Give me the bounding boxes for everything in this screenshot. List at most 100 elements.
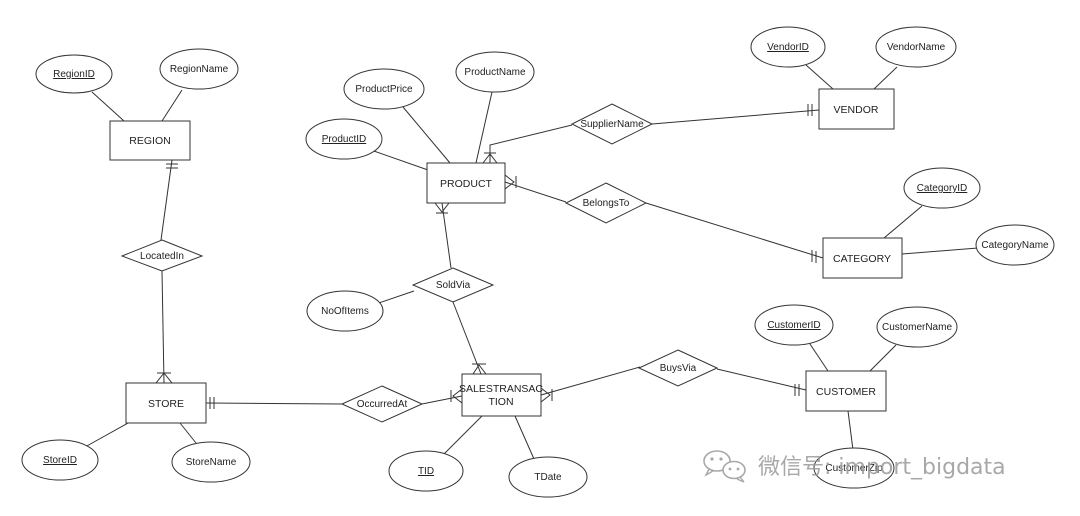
entity-customer: CUSTOMER xyxy=(805,370,887,412)
attribute-label: StoreName xyxy=(186,457,237,468)
attribute-label: VendorName xyxy=(887,42,946,53)
edge-sales-tdate xyxy=(514,415,535,460)
relationship-label: BelongsTo xyxy=(583,198,630,209)
marker-sales-left-many xyxy=(452,388,463,404)
attribute-label: CustomerZip xyxy=(825,463,883,474)
marker-sales-top-many xyxy=(472,364,487,375)
entity-label: REGION xyxy=(129,135,170,147)
edge-sales-tid xyxy=(442,415,483,456)
attribute-productprice: ProductPrice xyxy=(343,68,425,110)
attribute-label: RegionName xyxy=(170,64,229,75)
relationship-soldvia: SoldVia xyxy=(411,267,495,303)
edge-store-occurredat xyxy=(205,402,343,405)
marker-product-soldvia-many xyxy=(434,202,450,213)
entity-store: STORE xyxy=(125,382,207,424)
entity-label-line2: TION xyxy=(488,396,513,408)
watermark: 微信号: import_bigdata xyxy=(703,450,1006,483)
cardinality-markers xyxy=(155,104,817,409)
edge-sales-buysvia xyxy=(540,366,641,396)
attribute-label: TDate xyxy=(534,472,562,483)
attribute-label: TID xyxy=(418,466,434,477)
watermark-text: 微信号: import_bigdata xyxy=(758,455,1006,480)
edge-customer-customername xyxy=(869,344,897,372)
marker-product-category-many xyxy=(504,174,515,190)
edge-region-regionname xyxy=(161,89,183,122)
attribute-productname: ProductName xyxy=(455,51,535,93)
marker-sales-right-many xyxy=(540,387,551,403)
relationship-belongsto: BelongsTo xyxy=(564,182,648,224)
attribute-noofitems: NoOfItems xyxy=(306,290,384,332)
entity-label: CUSTOMER xyxy=(816,386,876,398)
edge-product-suppliername xyxy=(489,124,573,163)
edge-vendor-vendorname xyxy=(873,66,898,90)
attribute-label: StoreID xyxy=(43,455,77,466)
marker-product-vendor-many xyxy=(482,153,498,164)
relationship-label: BuysVia xyxy=(660,363,697,374)
entity-label: CATEGORY xyxy=(833,253,891,265)
edge-category-categoryname xyxy=(901,247,979,255)
connectors xyxy=(84,64,979,460)
edge-customer-customerid xyxy=(807,340,829,372)
edge-vendor-vendorid xyxy=(805,64,834,90)
entity-label-line1: SALESTRANSAC xyxy=(459,383,543,395)
edge-region-locatedin xyxy=(160,159,173,241)
relationship-occurredat: OccurredAt xyxy=(340,385,424,423)
relationship-buysvia: BuysVia xyxy=(637,349,719,387)
entity-category: CATEGORY xyxy=(822,237,903,279)
entity-label: STORE xyxy=(148,398,184,410)
edge-buysvia-customer xyxy=(716,368,807,391)
edge-product-belongsto xyxy=(504,181,567,203)
attribute-tid: TID xyxy=(388,450,464,492)
edge-soldvia-sales xyxy=(452,301,482,375)
edge-product-productid xyxy=(370,149,429,171)
edge-product-productname xyxy=(475,91,493,164)
attribute-label: CategoryID xyxy=(917,183,968,194)
attribute-regionname: RegionName xyxy=(159,48,239,90)
attribute-vendorname: VendorName xyxy=(875,26,957,68)
edge-locatedin-store xyxy=(161,270,165,384)
attribute-label: ProductID xyxy=(322,134,366,145)
attribute-label: CategoryName xyxy=(981,240,1049,251)
attribute-storeid: StoreID xyxy=(21,439,99,481)
attribute-label: CustomerID xyxy=(767,320,820,331)
attribute-label: ProductPrice xyxy=(355,84,413,95)
attribute-categoryid: CategoryID xyxy=(903,167,981,209)
entity-salestransaction: SALESTRANSAC TION xyxy=(459,373,543,417)
edge-suppliername-vendor xyxy=(651,109,820,125)
attribute-label: CustomerName xyxy=(882,322,952,333)
edge-category-categoryid xyxy=(883,205,923,239)
attribute-vendorid: VendorID xyxy=(750,26,826,68)
attribute-customername: CustomerName xyxy=(876,306,958,348)
wechat-icon xyxy=(703,450,746,483)
edge-occurredat-sales xyxy=(421,395,463,405)
relationship-label: OccurredAt xyxy=(357,399,408,410)
relationship-locatedin: LocatedIn xyxy=(120,239,204,272)
attribute-label: NoOfItems xyxy=(321,306,369,317)
attribute-productid: ProductID xyxy=(305,118,383,160)
attribute-label: RegionID xyxy=(53,69,95,80)
relationship-label: SoldVia xyxy=(436,280,471,291)
edge-belongsto-category xyxy=(645,202,824,259)
entity-product: PRODUCT xyxy=(426,162,506,204)
attribute-storename: StoreName xyxy=(171,441,251,483)
edge-store-storename xyxy=(179,422,197,444)
attribute-customerzip: CustomerZip xyxy=(813,447,895,489)
relationship-suppliername: SupplierName xyxy=(570,103,654,145)
attribute-customerid: CustomerID xyxy=(754,304,834,346)
attribute-label: ProductName xyxy=(464,67,526,78)
relationship-label: LocatedIn xyxy=(140,251,184,262)
entity-vendor: VENDOR xyxy=(818,88,895,130)
entity-label: PRODUCT xyxy=(440,178,493,190)
edge-product-soldvia xyxy=(441,202,452,269)
entity-region: REGION xyxy=(109,120,191,161)
edge-product-productprice xyxy=(402,106,451,164)
relationship-label: SupplierName xyxy=(580,119,644,130)
edge-region-regionid xyxy=(91,91,125,122)
attribute-regionid: RegionID xyxy=(35,54,113,94)
attribute-label: VendorID xyxy=(767,42,809,53)
attribute-categoryname: CategoryName xyxy=(975,224,1055,266)
edge-customer-customerzip xyxy=(847,410,854,451)
entity-label: VENDOR xyxy=(834,104,879,116)
attribute-tdate: TDate xyxy=(508,456,588,498)
